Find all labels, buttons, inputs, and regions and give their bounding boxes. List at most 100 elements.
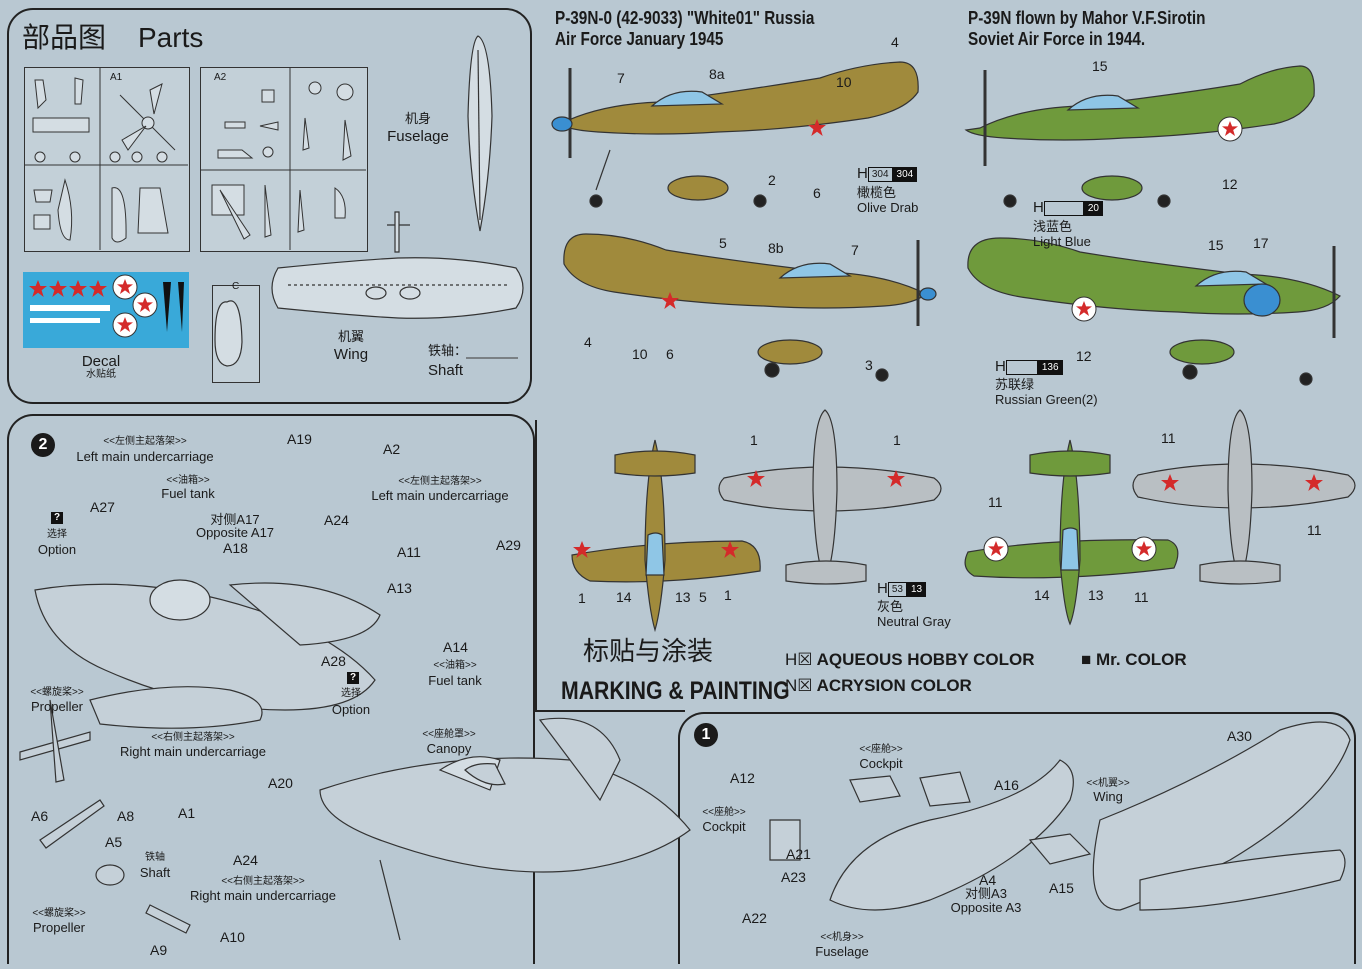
step2-option2-cn: 选择: [341, 688, 361, 699]
wing-label-cn: 机翼: [337, 329, 365, 344]
part-number: A28: [321, 653, 346, 669]
marking-divider: [535, 710, 685, 712]
step2-opp-a17-en: Opposite A17: [195, 525, 275, 540]
part-number: A20: [268, 775, 293, 791]
callout: 1: [578, 590, 586, 606]
sprue-c-label: C: [232, 281, 240, 292]
part-number: A14: [443, 639, 468, 655]
step2-left-uc2-cn: <<左侧主起落架>>: [398, 476, 482, 487]
callout: 4: [891, 34, 899, 50]
marking-title-cn: 标贴与涂装: [583, 636, 714, 666]
color-name-neutralgray-cn: 灰色: [877, 599, 904, 614]
part-number: A21: [786, 846, 811, 862]
callout: 13: [1088, 587, 1104, 603]
scheme2-title-line1: P-39N flown by Mahor V.F.Sirotin: [968, 8, 1206, 28]
step1-cockpit-en: Cockpit: [859, 756, 903, 771]
sprue-a2-parts: [200, 67, 366, 250]
callout: 14: [616, 589, 632, 605]
color-name-russiangreen-en: Russian Green(2): [995, 392, 1098, 407]
sprue-a2-label: A2: [214, 72, 227, 83]
step2-panel: [7, 414, 535, 964]
callout: 12: [1222, 176, 1238, 192]
scheme2-title-line2: Soviet Air Force in 1944.: [968, 29, 1146, 49]
part-number: A13: [387, 580, 412, 596]
callout: 14: [1034, 587, 1050, 603]
part-number: A16: [994, 777, 1019, 793]
fuselage-part: [387, 35, 493, 253]
color-name-russiangreen-cn: 苏联绿: [995, 377, 1035, 392]
callout: 7: [851, 242, 859, 258]
callout: 7: [617, 70, 625, 86]
step2-propeller2-cn: <<螺旋桨>>: [32, 908, 86, 919]
part-number: A24: [324, 512, 349, 528]
canopy-part: [214, 300, 243, 367]
part-number: A22: [742, 910, 767, 926]
callout: 6: [666, 346, 674, 362]
callout: 4: [584, 334, 592, 350]
parts-panel: [7, 8, 532, 404]
part-number: A29: [496, 537, 521, 553]
profile-olive-1: [551, 61, 919, 208]
legend-acrysion: N☒ ACRYSION COLOR: [785, 676, 972, 695]
step2-right-uc2-en: Right main undercarriage: [190, 888, 336, 903]
plan-olive-under: [718, 409, 942, 585]
callout: 2: [768, 172, 776, 188]
parts-title-cn: 部品图: [22, 22, 107, 53]
step1-wing-cn: <<机翼>>: [1086, 778, 1130, 789]
step1-cockpit-cn: <<座舱>>: [859, 744, 903, 755]
part-number: A30: [1227, 728, 1252, 744]
color-name-neutralgray-en: Neutral Gray: [877, 614, 951, 629]
sprue-a1-label: A1: [110, 72, 123, 83]
step2-option-cn: 选择: [47, 529, 67, 540]
part-number: A18: [223, 540, 248, 556]
part-number: A23: [781, 869, 806, 885]
color-name-lightblue-cn: 浅蓝色: [1033, 219, 1073, 234]
part-number: A10: [220, 929, 245, 945]
legend-hobby: H☒ AQUEOUS HOBBY COLOR: [785, 650, 1035, 669]
scheme1-title-line1: P-39N-0 (42-9033) "White01" Russia: [555, 8, 815, 28]
part-number: A4: [979, 872, 997, 888]
step1-opp-a3-cn: 对侧A3: [965, 886, 1007, 901]
step2-left-uc2-en: Left main undercarriage: [371, 488, 509, 503]
callout: 15: [1092, 58, 1108, 74]
callout: 1: [750, 432, 758, 448]
callout: 12: [1076, 348, 1092, 364]
profile-green-2: [967, 237, 1341, 386]
decal-details: [29, 274, 184, 338]
plan-green-under: [1132, 409, 1356, 585]
legend-mrcolor: ■ Mr. COLOR: [1081, 650, 1187, 669]
callout: 17: [1253, 235, 1269, 251]
part-number: A8: [117, 808, 135, 824]
part-number: A9: [150, 942, 168, 958]
step1-cockpit2-en: Cockpit: [702, 819, 746, 834]
step1-cockpit2-cn: <<座舱>>: [702, 807, 746, 818]
step1-opp-a3-en: Opposite A3: [950, 900, 1022, 915]
callout: 6: [813, 185, 821, 201]
callout: 11: [1134, 589, 1149, 605]
callout: 15: [1208, 237, 1224, 253]
option-icon: ?: [51, 512, 63, 524]
step2-left-uc-cn: <<左侧主起落架>>: [103, 436, 187, 447]
step1-number: 1: [694, 723, 718, 747]
step2-propeller2-en: Propeller: [32, 920, 86, 935]
callout: 10: [632, 346, 648, 362]
callout: 11: [1161, 430, 1176, 446]
step2-assembly: [19, 579, 691, 941]
part-number: A24: [233, 852, 258, 868]
callout: 5: [719, 235, 727, 251]
callout: 8b: [768, 240, 784, 256]
step1-wing-en: Wing: [1093, 789, 1123, 804]
wing-label-en: Wing: [333, 346, 369, 363]
step2-propeller-cn: <<螺旋桨>>: [30, 687, 84, 698]
plan-olive-top: [571, 439, 761, 633]
sprue-a1-parts: [24, 67, 188, 250]
color-name-lightblue-en: Light Blue: [1033, 234, 1091, 249]
part-number: A15: [1049, 880, 1074, 896]
step2-left-uc-en: Left main undercarriage: [76, 449, 214, 464]
step2-option-en: Option: [37, 542, 77, 557]
callout: 1: [893, 432, 901, 448]
shaft-label-cn: 铁轴：: [428, 343, 468, 358]
